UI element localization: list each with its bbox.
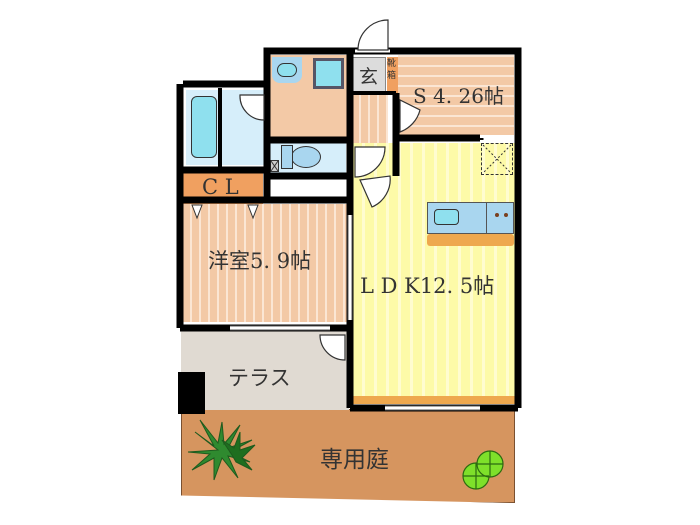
round-shrub-icon xyxy=(462,450,504,490)
ldk-window-sill xyxy=(353,396,516,404)
bathtub-icon xyxy=(191,96,217,158)
kitchen-counter xyxy=(427,202,514,234)
kitchen-backsplash xyxy=(427,234,514,246)
shoe-box xyxy=(387,57,398,93)
terrace-label: テラス xyxy=(228,366,291,390)
western-room xyxy=(183,204,347,322)
private-garden-label: 専用庭 xyxy=(320,447,389,473)
entrance-label: 玄 xyxy=(359,66,379,88)
toilet-tank-icon xyxy=(281,145,293,169)
shoe-box-label: 靴箱 xyxy=(387,59,397,81)
stove-burner-icon xyxy=(495,213,499,217)
outdoor-unit xyxy=(178,372,205,414)
stove-burner-icon xyxy=(504,213,508,217)
western-room-label: 洋室5. 9帖 xyxy=(208,249,312,273)
washing-machine-pan-icon xyxy=(313,58,344,89)
kitchen-sink-icon xyxy=(434,209,459,225)
washbasin-bowl-icon xyxy=(277,63,297,77)
stove-icon xyxy=(486,203,514,233)
closet-label: C L xyxy=(202,175,239,199)
refrigerator-space-icon xyxy=(481,143,513,175)
spiky-shrub-icon xyxy=(187,419,256,481)
storage-room xyxy=(398,55,514,135)
storage-room-label: S 4. 26帖 xyxy=(413,84,504,108)
entrance xyxy=(352,57,386,93)
ldk-label: L D K12. 5帖 xyxy=(360,274,495,298)
